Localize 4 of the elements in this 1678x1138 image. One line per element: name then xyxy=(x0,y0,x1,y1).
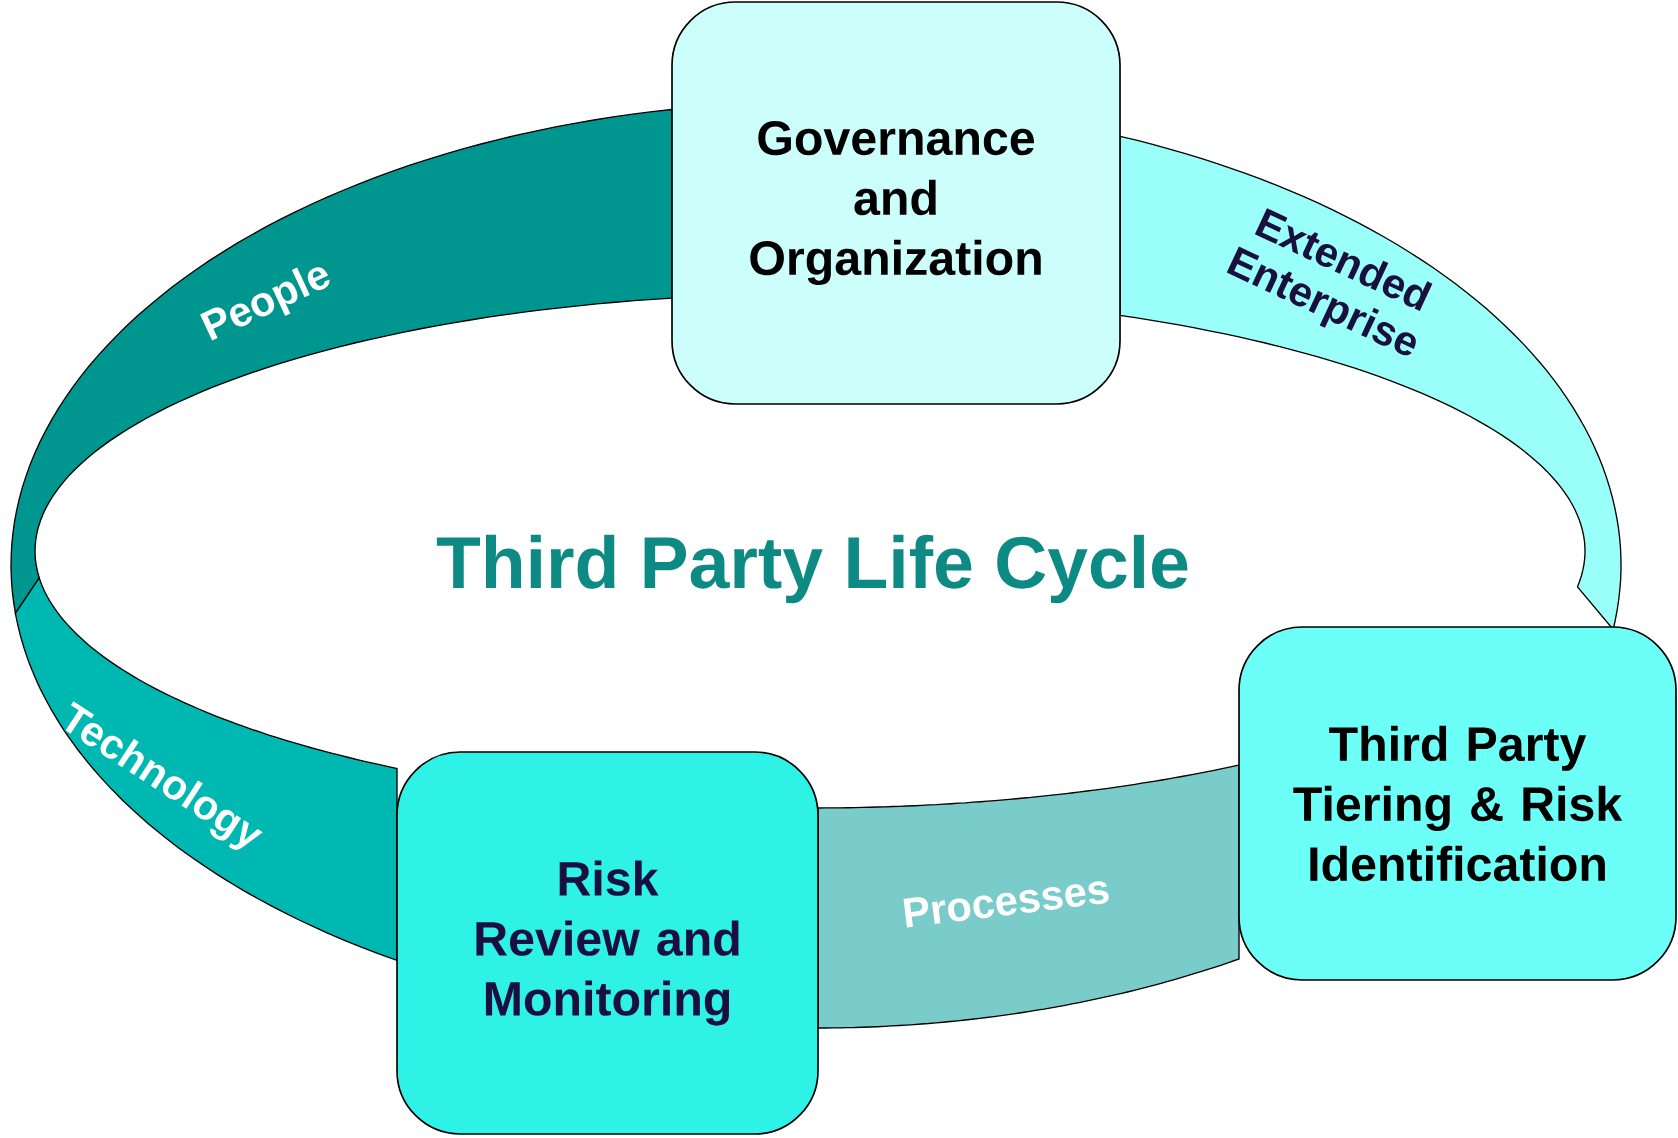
stage-box: Risk Review and Monitoring xyxy=(396,751,819,1135)
stage-box: Third Party Tiering & Risk Identification xyxy=(1238,626,1677,981)
band-segment: Processes xyxy=(817,764,1240,1029)
stage-box: Governance and Organization xyxy=(671,1,1121,405)
